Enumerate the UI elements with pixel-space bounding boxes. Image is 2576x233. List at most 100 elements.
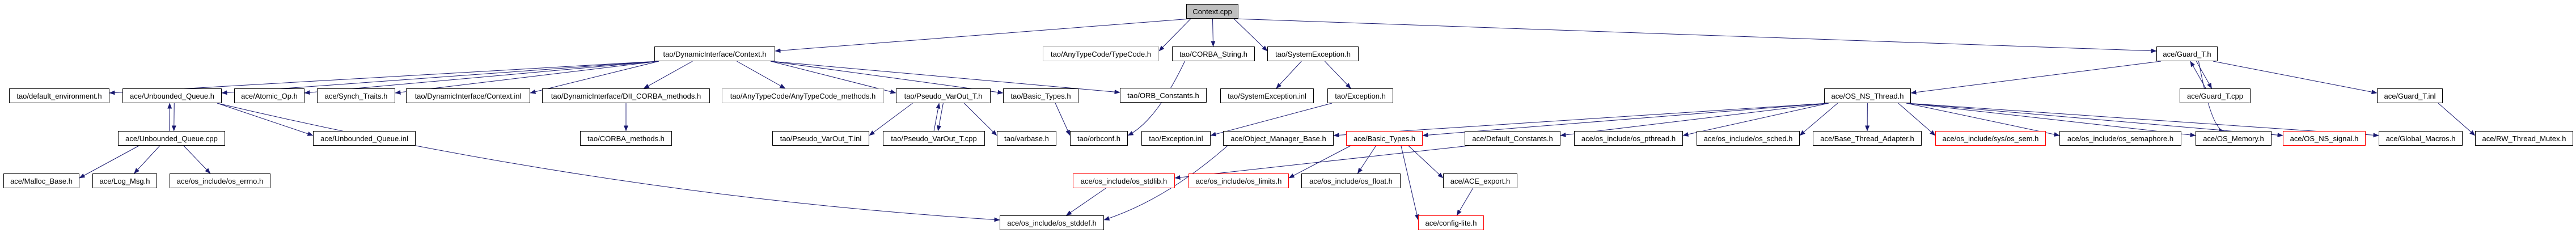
graph-node-default_env[interactable]: tao/default_environment.h (9, 88, 109, 103)
graph-node-sys_os_sem[interactable]: ace/os_include/sys/os_sem.h (1935, 131, 2046, 146)
graph-node-system_exception_inl[interactable]: tao/SystemException.inl (1220, 88, 1314, 103)
graph-node-unbounded_queue_cpp[interactable]: ace/Unbounded_Queue.cpp (118, 131, 225, 146)
graph-node-malloc_base[interactable]: ace/Malloc_Base.h (3, 173, 79, 188)
graph-node-config_lite[interactable]: ace/config-lite.h (1418, 215, 1484, 230)
graph-node-anytypecode_methods[interactable]: tao/AnyTypeCode/AnyTypeCode_methods.h (722, 88, 884, 103)
graph-node-corba_methods[interactable]: tao/CORBA_methods.h (580, 131, 672, 146)
graph-node-os_semaphore[interactable]: ace/os_include/os_semaphore.h (2059, 131, 2181, 146)
edge-ctx_h-to-synch_traits (395, 61, 659, 95)
edge-corba_string_h-to-orbconf (1127, 61, 1185, 136)
edge-pseudo_varout_h-to-varbase (963, 103, 997, 136)
edge-guard_t_h-to-guard_t_inl (2213, 61, 2378, 95)
edge-ctx_h-to-orb_constants (770, 61, 1120, 95)
edge-unbounded_queue_h-to-unbounded_queue_cpp (171, 103, 176, 132)
graph-node-os_stdlib[interactable]: ace/os_include/os_stdlib.h (1073, 173, 1175, 188)
edge-os_ns_thread-to-os_memory (1906, 103, 2196, 137)
graph-node-orb_constants[interactable]: tao/ORB_Constants.h (1120, 88, 1207, 103)
graph-node-synch_traits[interactable]: ace/Synch_Traits.h (317, 88, 395, 103)
graph-node-os_float[interactable]: ace/os_include/os_float.h (1301, 173, 1401, 188)
graph-node-exception_h[interactable]: tao/Exception.h (1327, 88, 1393, 103)
graph-node-os_ns_thread[interactable]: ace/OS_NS_Thread.h (1824, 88, 1911, 103)
edge-object_manager_base-to-os_stddef (1103, 145, 1228, 221)
edge-os_ns_thread-to-object_manager_base (1333, 103, 1829, 138)
graph-node-ctx_cpp: Context.cpp (1186, 4, 1238, 19)
edge-os_ns_thread-to-os_sched (1799, 103, 1838, 136)
graph-node-os_limits[interactable]: ace/os_include/os_limits.h (1188, 173, 1289, 188)
graph-node-ace_export[interactable]: ace/ACE_export.h (1443, 173, 1517, 188)
edge-os_ns_thread-to-os_semaphore (1906, 103, 2060, 137)
edge-ace_export-to-config_lite (1456, 188, 1474, 216)
edge-exception_h-to-exception_inl (1210, 103, 1333, 137)
graph-node-ace_basic_types[interactable]: ace/Basic_Types.h (1346, 131, 1423, 146)
edge-system_exception_h-to-system_exception_inl (1276, 61, 1302, 89)
edge-os_stdlib-to-os_stddef (1065, 188, 1106, 216)
edge-unbounded_queue_cpp-to-malloc_base (79, 145, 139, 179)
graph-node-orbconf[interactable]: tao/orbconf.h (1070, 131, 1128, 146)
edge-guard_t_h-to-os_ns_thread (1910, 61, 2162, 95)
edge-guard_t_inl-to-rw_thread_mutex (2438, 103, 2476, 136)
graph-node-rw_thread_mutex[interactable]: ace/RW_Thread_Mutex.h (2475, 131, 2573, 146)
graph-node-os_stddef[interactable]: ace/os_include/os_stddef.h (1000, 215, 1104, 230)
edge-ctx_cpp-to-guard_t_h (1233, 18, 2157, 53)
edge-ace_basic_types-to-os_float (1357, 145, 1377, 174)
graph-node-typecode_h[interactable]: tao/AnyTypeCode/TypeCode.h (1043, 46, 1159, 61)
edge-pseudo_varout_h-to-pseudo_varout_cpp (937, 103, 944, 132)
edge-ctx_h-to-dii_corba_methods (643, 61, 693, 89)
edge-ctx_h-to-pseudo_varout_h (770, 61, 896, 94)
graph-node-os_sched[interactable]: ace/os_include/os_sched.h (1697, 131, 1800, 146)
edge-ctx_h-to-unbounded_queue_h (221, 61, 659, 95)
edge-default_constants-to-os_stdlib (1174, 145, 1470, 180)
edge-guard_t_h-to-guard_t_cpp (2196, 61, 2213, 89)
graph-node-exception_inl[interactable]: tao/Exception.inl (1141, 131, 1211, 146)
edge-guard_t_h-to-os_memory (2198, 61, 2225, 133)
edge-tao_basic_types-to-orbconf (1055, 103, 1071, 136)
graph-node-atomic_op[interactable]: ace/Atomic_Op.h (234, 88, 304, 103)
edge-ctx_h-to-anytypecode_methods (737, 61, 786, 89)
graph-node-ctx_inl[interactable]: tao/DynamicInterface/Context.inl (406, 88, 530, 103)
graph-node-object_manager_base[interactable]: ace/Object_Manager_Base.h (1223, 131, 1334, 146)
graph-node-guard_t_inl[interactable]: ace/Guard_T.inl (2377, 88, 2443, 103)
edge-pseudo_varout_cpp-to-pseudo_varout_h (933, 103, 941, 132)
graph-node-default_constants[interactable]: ace/Default_Constants.h (1465, 131, 1560, 146)
graph-node-log_msg[interactable]: ace/Log_Msg.h (92, 173, 157, 188)
edge-os_ns_thread-to-default_constants (1560, 103, 1829, 137)
graph-node-system_exception_h[interactable]: tao/SystemException.h (1267, 46, 1359, 61)
edge-system_exception_h-to-exception_h (1325, 61, 1351, 89)
graph-node-global_macros[interactable]: ace/Global_Macros.h (2379, 131, 2463, 146)
graph-node-tao_basic_types[interactable]: tao/Basic_Types.h (1003, 88, 1078, 103)
edge-ctx_h-to-default_env (109, 61, 659, 95)
edge-ctx_h-to-atomic_op (304, 61, 659, 95)
graph-node-pseudo_varout_h[interactable]: tao/Pseudo_VarOut_T.h (896, 88, 991, 103)
edge-os_ns_thread-to-os_pthread (1682, 103, 1829, 137)
graph-node-pseudo_varout_inl[interactable]: tao/Pseudo_VarOut_T.inl (772, 131, 869, 146)
edge-ctx_cpp-to-system_exception_h (1233, 18, 1268, 52)
graph-node-os_errno[interactable]: ace/os_include/os_errno.h (170, 173, 270, 188)
graph-node-pseudo_varout_cpp[interactable]: tao/Pseudo_VarOut_T.cpp (883, 131, 985, 146)
edge-ace_basic_types-to-ace_export (1408, 145, 1444, 179)
edge-pseudo_varout_h-to-pseudo_varout_inl (869, 103, 913, 136)
edge-os_ns_thread-to-global_macros (1906, 103, 2379, 138)
edge-ctx_h-to-ctx_inl (530, 61, 659, 94)
graph-node-guard_t_h[interactable]: ace/Guard_T.h (2156, 46, 2218, 61)
edge-os_ns_thread-to-ace_basic_types (1422, 103, 1829, 138)
edge-unbounded_queue_h-to-os_stddef (217, 103, 1000, 222)
graph-node-os_memory[interactable]: ace/OS_Memory.h (2196, 131, 2272, 146)
graph-node-os_ns_signal[interactable]: ace/OS_NS_signal.h (2283, 131, 2366, 146)
graph-node-varbase[interactable]: tao/varbase.h (997, 131, 1056, 146)
graph-node-dii_corba_methods[interactable]: tao/DynamicInterface/DII_CORBA_methods.h (542, 88, 710, 103)
edge-os_ns_thread-to-sys_os_sem (1898, 103, 1936, 136)
graph-node-base_thread_adapter[interactable]: ace/Base_Thread_Adapter.h (1813, 131, 1922, 146)
graph-node-unbounded_queue_h[interactable]: ace/Unbounded_Queue.h (122, 88, 222, 103)
graph-node-guard_t_cpp[interactable]: ace/Guard_T.cpp (2180, 88, 2251, 103)
graph-node-corba_string_h[interactable]: tao/CORBA_String.h (1172, 46, 1255, 61)
graph-node-os_pthread[interactable]: ace/os_include/os_pthread.h (1574, 131, 1683, 146)
edge-ctx_cpp-to-ctx_h (775, 18, 1191, 53)
edge-unbounded_queue_h-to-unbounded_queue_inl (217, 103, 314, 136)
edge-unbounded_queue_cpp-to-os_errno (183, 145, 211, 174)
graph-node-unbounded_queue_inl[interactable]: ace/Unbounded_Queue.inl (313, 131, 416, 146)
edge-ace_basic_types-to-config_lite (1401, 145, 1419, 221)
edge-ctx_h-to-tao_basic_types (770, 61, 1004, 95)
graph-node-ctx_h[interactable]: tao/DynamicInterface/Context.h (654, 46, 775, 61)
